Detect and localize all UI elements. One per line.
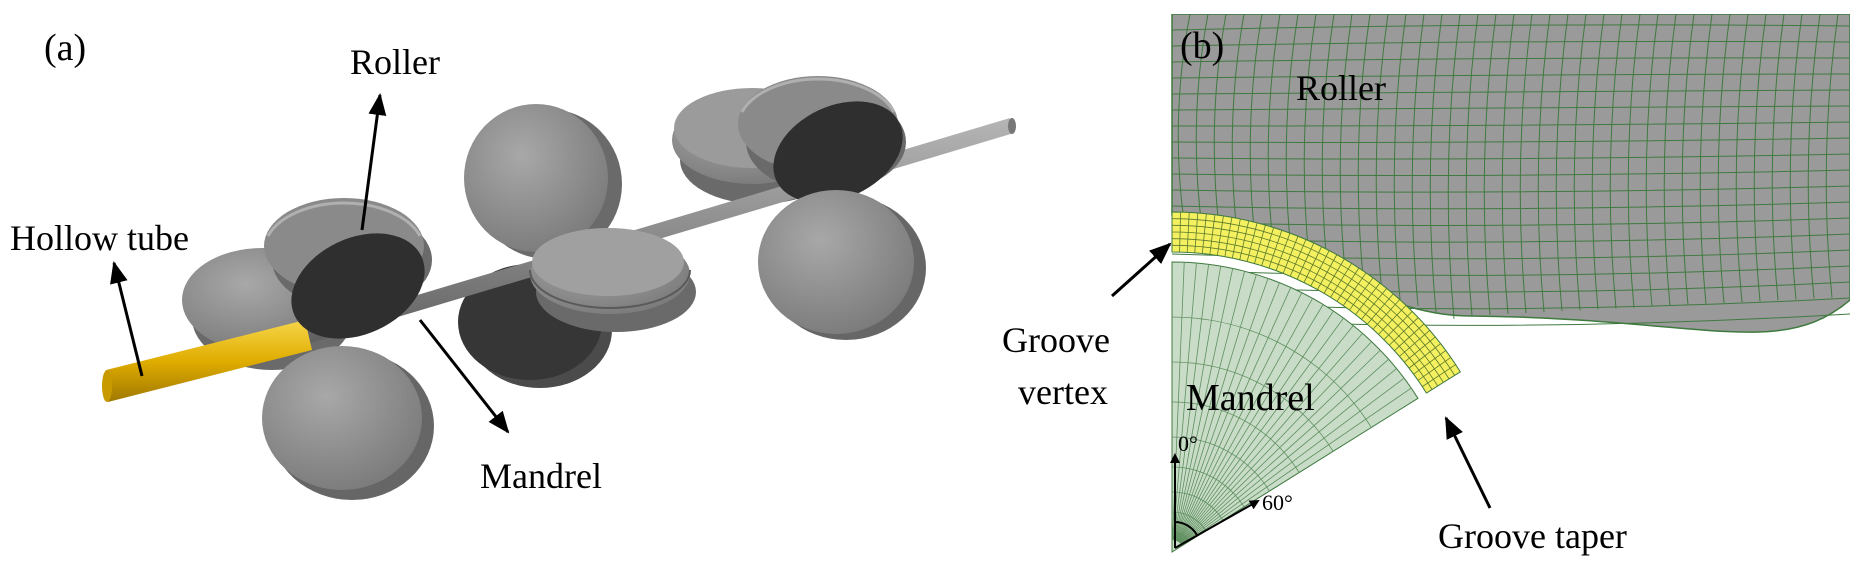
label-groove-taper: Groove taper xyxy=(1438,516,1627,556)
angle-60-label: 60° xyxy=(1262,490,1293,515)
mesh-groove xyxy=(1171,211,1462,394)
label-roller-a: Roller xyxy=(350,42,440,82)
label-groove-vertex-2: vertex xyxy=(1018,372,1108,412)
roller-front-left-bottom xyxy=(262,346,434,500)
arrow-mandrel xyxy=(418,319,510,434)
panel-a-3d-model: (a) Roller Hollow tube Mandrel xyxy=(10,27,1016,500)
panel-b-mesh: 0° 60° (b) Roller Groove vertex Mandrel … xyxy=(1002,14,1850,556)
roller-back-center-top xyxy=(464,104,622,259)
panel-b-tag: (b) xyxy=(1180,25,1224,67)
angle-arc xyxy=(1174,521,1198,536)
angle-0-label: 0° xyxy=(1178,431,1198,456)
roller-front-right-bottom xyxy=(758,190,926,340)
hollow-tube xyxy=(102,320,312,402)
angle-60-axis xyxy=(1174,500,1260,549)
label-groove-vertex-1: Groove xyxy=(1002,320,1110,360)
label-mandrel-a: Mandrel xyxy=(480,456,602,496)
arrow-groove-taper xyxy=(1444,416,1492,509)
arrow-roller xyxy=(360,93,387,231)
arrow-hollow-tube xyxy=(110,261,144,377)
roller-front-right-top xyxy=(738,76,906,203)
roller-front-left-top xyxy=(264,198,432,339)
arrow-groove-vertex xyxy=(1110,242,1172,298)
panel-a-tag: (a) xyxy=(44,27,86,69)
label-mandrel-b: Mandrel xyxy=(1186,377,1315,419)
label-hollow-tube: Hollow tube xyxy=(10,218,189,258)
roller-front-center xyxy=(529,228,696,332)
label-roller-b: Roller xyxy=(1296,68,1386,108)
